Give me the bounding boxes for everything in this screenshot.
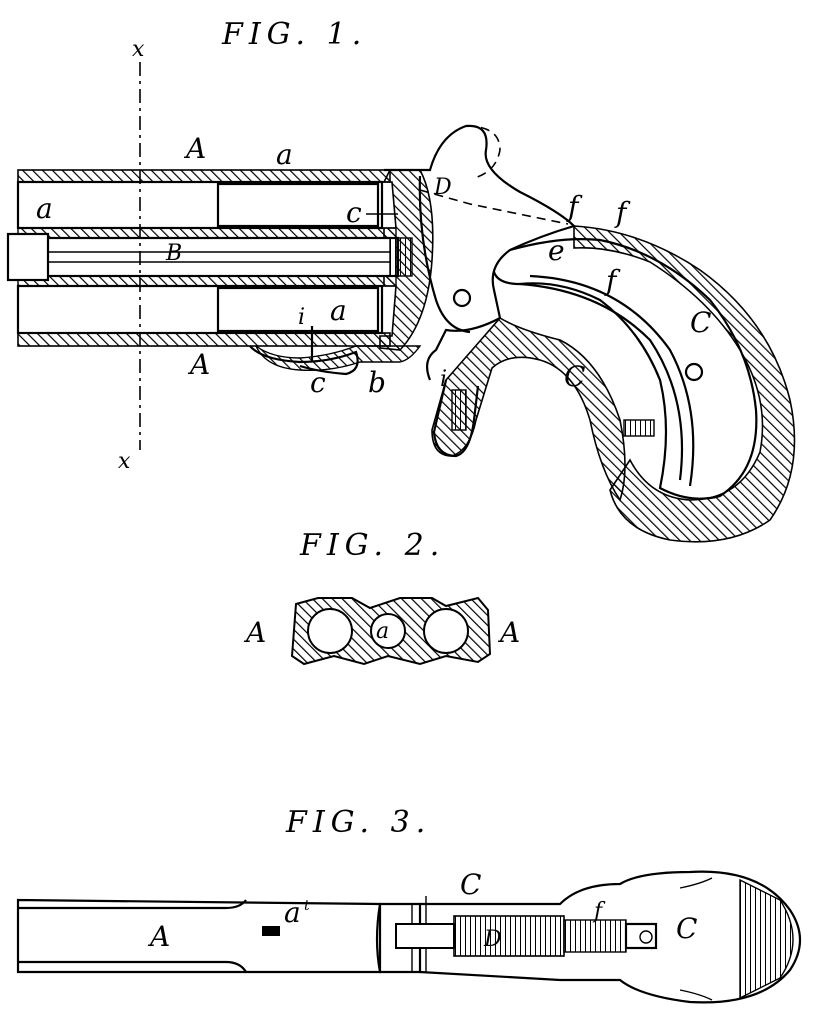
spring-slot bbox=[563, 919, 627, 953]
label-B: B bbox=[165, 241, 182, 266]
label-f-2: f bbox=[614, 196, 631, 229]
label-b: b bbox=[368, 366, 386, 399]
grip-butt-checkering bbox=[739, 878, 794, 1000]
hammer-cocked-outline bbox=[465, 125, 501, 179]
fig2-title: FIG. 2. bbox=[299, 528, 445, 563]
rod-end-cap bbox=[6, 232, 50, 282]
hammer-body bbox=[418, 175, 471, 334]
label-i: i bbox=[298, 305, 305, 330]
barrel-web-lower bbox=[17, 275, 397, 287]
label-A-top: A bbox=[183, 132, 206, 165]
center-rod-hole bbox=[370, 613, 406, 649]
grip-frame-section bbox=[573, 225, 796, 543]
frame-outline-top bbox=[419, 870, 801, 1004]
label-a-sup-mark: t bbox=[304, 898, 310, 914]
barrel-rib-bottom bbox=[18, 960, 247, 973]
label-c-trigger: c bbox=[310, 366, 326, 399]
label-A: A bbox=[147, 920, 170, 953]
label-C-lower: C bbox=[564, 360, 585, 393]
lower-frame-section bbox=[431, 316, 626, 502]
label-x-top: x bbox=[132, 37, 145, 62]
hammer-dashed-line bbox=[419, 189, 569, 225]
spring-block bbox=[624, 922, 658, 950]
upper-bore bbox=[16, 180, 384, 230]
label-a-sup: a bbox=[284, 896, 301, 929]
label-a-left: a bbox=[36, 192, 53, 225]
latch-housing bbox=[255, 345, 422, 372]
barrel-top-wall bbox=[17, 169, 391, 183]
label-a-top: a bbox=[276, 138, 293, 171]
left-bore bbox=[307, 608, 353, 654]
label-f-3: f bbox=[604, 264, 621, 297]
label-f-1: f bbox=[566, 190, 583, 223]
label-A-right: A bbox=[497, 616, 520, 649]
grip-spring-inner bbox=[529, 274, 695, 487]
lower-bore bbox=[16, 284, 384, 335]
label-x-bottom: x bbox=[118, 449, 131, 474]
fig3-title: FIG. 3. bbox=[285, 805, 431, 840]
label-C-top: C bbox=[460, 868, 481, 901]
grip-panel bbox=[492, 238, 758, 500]
hammer-top bbox=[453, 915, 565, 957]
label-A-left: A bbox=[243, 616, 266, 649]
pivot-rod bbox=[16, 236, 400, 278]
hammer-pivot-screw bbox=[452, 288, 472, 308]
frame-front bbox=[375, 902, 422, 974]
label-D: D bbox=[433, 175, 452, 200]
label-A-bottom: A bbox=[187, 348, 210, 381]
upper-cartridge bbox=[216, 182, 380, 228]
sight-mark bbox=[262, 926, 280, 936]
block-screw bbox=[639, 930, 653, 944]
hammer-nose bbox=[395, 923, 455, 949]
label-a-lower: a bbox=[330, 294, 347, 327]
grip-spring bbox=[519, 282, 684, 481]
label-D: D bbox=[483, 927, 502, 952]
breech-face bbox=[379, 169, 434, 351]
label-a-center: a bbox=[376, 619, 389, 644]
fig1-title: FIG. 1. bbox=[221, 17, 367, 52]
trigger-spring bbox=[451, 389, 467, 431]
barrel-rib-top bbox=[18, 899, 247, 910]
label-c-chamber: c bbox=[346, 196, 362, 229]
right-bore bbox=[423, 608, 469, 654]
fig1-section-view: FIG. 1. x x bbox=[6, 17, 796, 543]
grip-screw bbox=[684, 362, 704, 382]
grip-pin bbox=[623, 419, 655, 437]
fig2-cross-section: FIG. 2. A a A bbox=[243, 528, 520, 666]
fig3-top-view: FIG. 3. C A a t D f C bbox=[16, 805, 801, 1004]
barrel-web-upper bbox=[17, 227, 397, 239]
lower-cartridge bbox=[216, 286, 380, 333]
label-C-right: C bbox=[676, 912, 697, 945]
label-e: e bbox=[548, 234, 565, 267]
barrel-bottom-wall bbox=[17, 332, 391, 347]
trigger bbox=[432, 379, 480, 458]
label-i-lower: i bbox=[440, 367, 447, 392]
label-C-grip: C bbox=[690, 306, 711, 339]
